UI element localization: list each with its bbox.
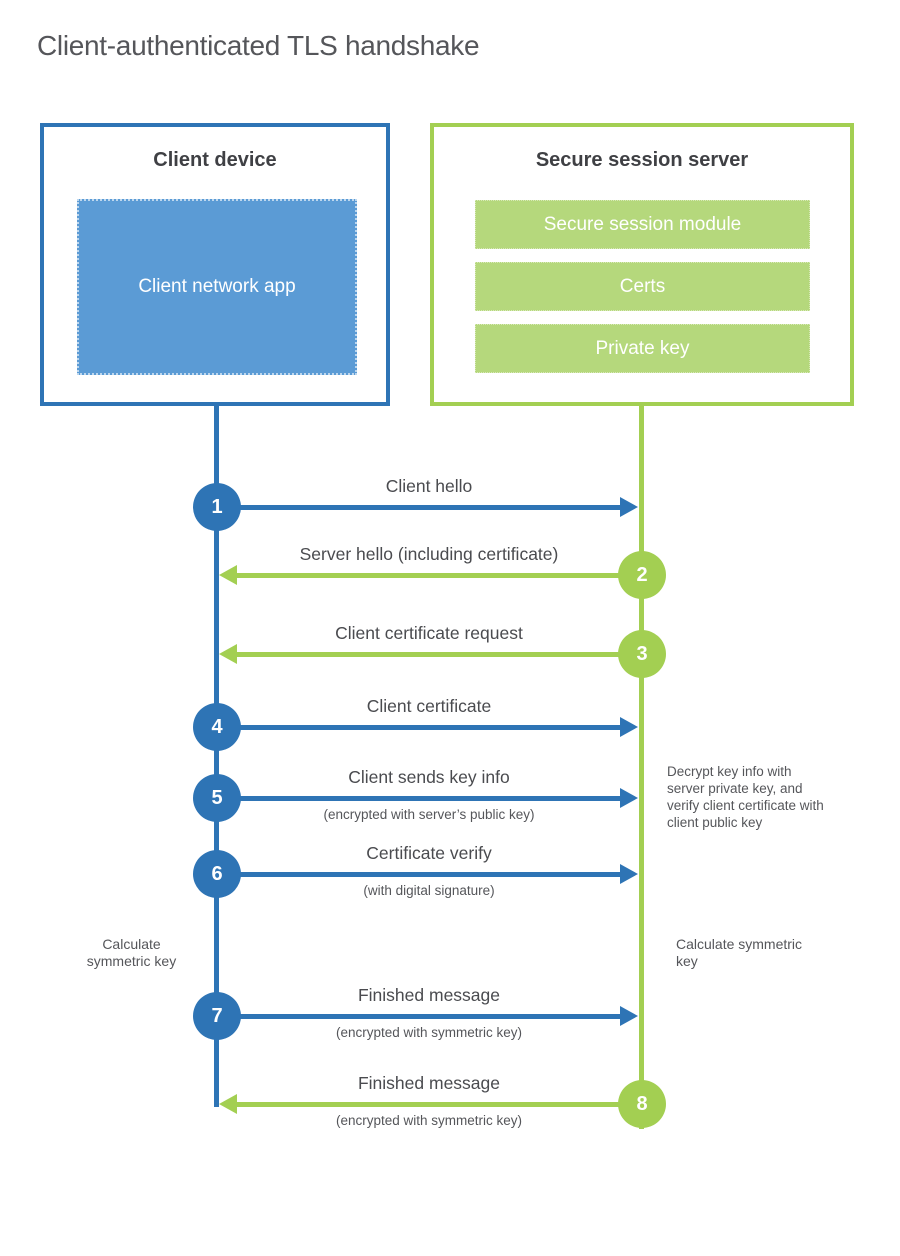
client-lifeline <box>214 406 219 1107</box>
arrow-left-icon <box>219 1094 237 1114</box>
step-number-badge: 4 <box>193 703 241 751</box>
arrow-sublabel: (encrypted with symmetric key) <box>335 1025 523 1040</box>
arrow-left-icon <box>219 565 237 585</box>
arrow-sublabel: (encrypted with server’s public key) <box>323 807 535 822</box>
arrow-left-icon <box>219 644 237 664</box>
arrow-label: Client certificate request <box>335 623 523 643</box>
server-module-private-key: Private key <box>475 324 810 373</box>
client-network-app-label: Client network app <box>138 276 296 298</box>
step-number-badge: 3 <box>618 630 666 678</box>
arrow-label: Client hello <box>385 476 473 496</box>
arrow-sublabel: (with digital signature) <box>363 883 495 898</box>
arrow-right-icon <box>620 497 638 517</box>
arrow-label: Client sends key info <box>348 767 510 787</box>
step-number-badge: 8 <box>618 1080 666 1128</box>
step-number-badge: 6 <box>193 850 241 898</box>
step-number-badge: 2 <box>618 551 666 599</box>
step-number-badge: 5 <box>193 774 241 822</box>
step-number-badge: 7 <box>193 992 241 1040</box>
server-calculate-key-note: Calculate symmetric key <box>676 936 803 969</box>
arrow-sublabel: (encrypted with symmetric key) <box>335 1113 523 1128</box>
arrow-shaft <box>217 1014 621 1019</box>
arrow-shaft <box>236 652 641 657</box>
arrow-right-icon <box>620 864 638 884</box>
server-decrypt-note: Decrypt key info with server private key… <box>667 764 824 830</box>
client-network-app-box: Client network app <box>77 199 357 375</box>
arrow-right-icon <box>620 788 638 808</box>
arrow-right-icon <box>620 1006 638 1026</box>
client-calculate-key-note: Calculate symmetric key <box>86 936 177 969</box>
arrow-right-icon <box>620 717 638 737</box>
arrow-label: Client certificate <box>366 696 492 716</box>
arrow-shaft <box>217 796 621 801</box>
arrow-shaft <box>217 872 621 877</box>
secure-session-server-box: Secure session server Secure session mod… <box>430 123 854 406</box>
server-lifeline <box>639 406 644 1129</box>
arrow-label: Server hello (including certificate) <box>299 544 559 564</box>
step-number-badge: 1 <box>193 483 241 531</box>
page-title: Client-authenticated TLS handshake <box>37 30 480 61</box>
arrow-shaft <box>217 725 621 730</box>
arrow-label: Finished message <box>357 985 501 1005</box>
server-module-secure-session: Secure session module <box>475 200 810 249</box>
client-device-title: Client device <box>153 149 277 171</box>
server-module-certs: Certs <box>475 262 810 311</box>
arrow-shaft <box>236 1102 641 1107</box>
secure-session-server-title: Secure session server <box>535 149 749 171</box>
arrow-shaft <box>236 573 641 578</box>
client-device-box: Client device Client network app <box>40 123 390 406</box>
arrow-label: Certificate verify <box>366 843 492 863</box>
arrow-shaft <box>217 505 621 510</box>
arrow-label: Finished message <box>357 1073 501 1093</box>
